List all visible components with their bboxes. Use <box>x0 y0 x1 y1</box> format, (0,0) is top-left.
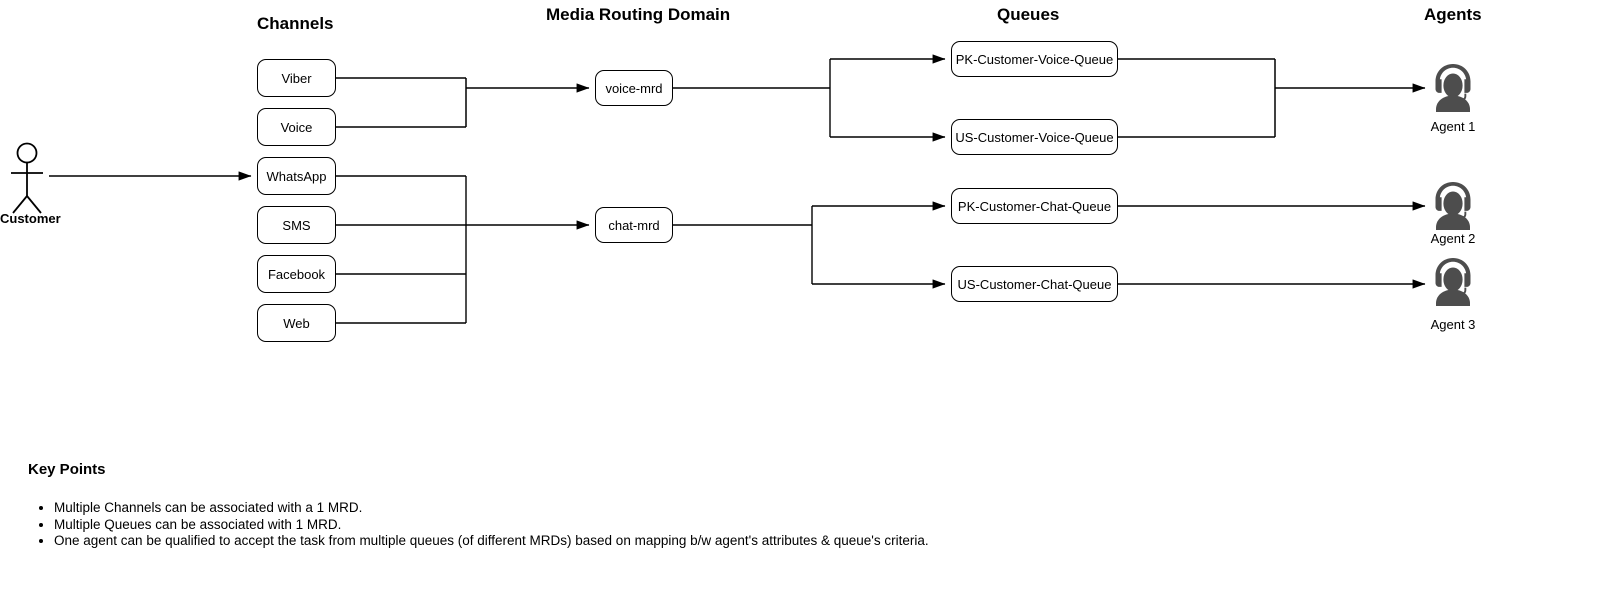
key-points-section: Key Points Multiple Channels can be asso… <box>28 461 1128 550</box>
customer-stick-figure-icon <box>11 142 43 214</box>
queue-box-pk-customer-chat-queue[interactable]: PK-Customer-Chat-Queue <box>951 188 1118 224</box>
agent-label-agent-1: Agent 1 <box>1430 119 1476 134</box>
key-points-list: Multiple Channels can be associated with… <box>28 500 1128 550</box>
agent-headset-icon <box>1435 182 1471 230</box>
agent-headset-icon <box>1435 64 1471 112</box>
key-point-item: One agent can be qualified to accept the… <box>54 533 1128 550</box>
customer-label: Customer <box>0 211 61 226</box>
channel-box-sms[interactable]: SMS <box>257 206 336 244</box>
agent-headset-icon <box>1435 258 1471 306</box>
queue-box-us-customer-voice-queue[interactable]: US-Customer-Voice-Queue <box>951 119 1118 155</box>
column-header-queues: Queues <box>997 5 1060 24</box>
connector-chat-mrd-to-queues <box>673 201 946 289</box>
connector-voice-mrd-to-queues <box>673 54 946 142</box>
connector-voice-queues-to-agent1 <box>1118 58 1426 138</box>
queue-box-pk-customer-voice-queue[interactable]: PK-Customer-Voice-Queue <box>951 41 1118 77</box>
agent-label-agent-3: Agent 3 <box>1430 317 1476 332</box>
column-header-channels: Channels <box>257 14 334 33</box>
mrd-box-chat-mrd[interactable]: chat-mrd <box>595 207 673 243</box>
mrd-box-voice-mrd[interactable]: voice-mrd <box>595 70 673 106</box>
key-point-item: Multiple Channels can be associated with… <box>54 500 1128 517</box>
channel-box-facebook[interactable]: Facebook <box>257 255 336 293</box>
queue-box-us-customer-chat-queue[interactable]: US-Customer-Chat-Queue <box>951 266 1118 302</box>
channel-box-viber[interactable]: Viber <box>257 59 336 97</box>
key-point-item: Multiple Queues can be associated with 1… <box>54 517 1128 534</box>
connector-chat-channels-to-mrd <box>336 175 590 324</box>
channel-box-web[interactable]: Web <box>257 304 336 342</box>
channel-box-whatsapp[interactable]: WhatsApp <box>257 157 336 195</box>
key-points-title: Key Points <box>28 461 106 478</box>
channel-box-voice[interactable]: Voice <box>257 108 336 146</box>
column-header-media-routing-domain: Media Routing Domain <box>546 5 731 24</box>
connector-voice-channels-to-mrd <box>336 77 590 128</box>
agent-label-agent-2: Agent 2 <box>1430 231 1476 246</box>
column-header-agents: Agents <box>1424 5 1482 24</box>
